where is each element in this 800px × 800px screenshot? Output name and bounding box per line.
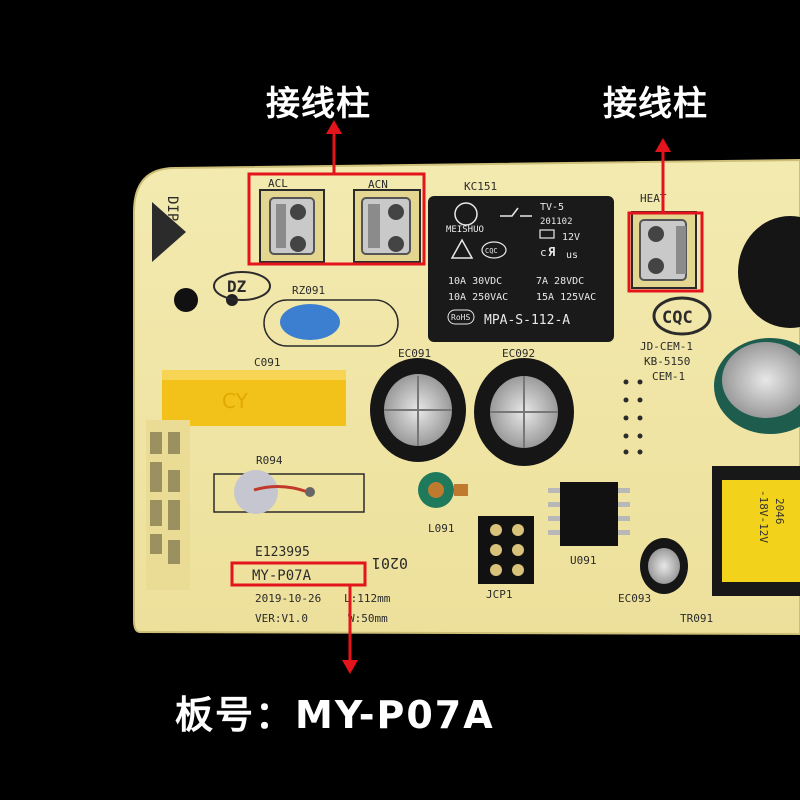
ec093-silk: EC093 bbox=[618, 592, 651, 605]
relay-cqc: CQC bbox=[485, 247, 498, 255]
material-2: KB-5150 bbox=[644, 355, 690, 368]
cap-body-text: CY bbox=[222, 389, 249, 413]
r094-silk: R094 bbox=[256, 454, 283, 467]
highlight-box-heat bbox=[627, 211, 704, 293]
u091-silk: U091 bbox=[570, 554, 597, 567]
ec092-silk: EC092 bbox=[502, 347, 535, 360]
resistor-r094 bbox=[234, 470, 315, 514]
varistor-ref-silk: RZ091 bbox=[292, 284, 325, 297]
relay-switch-symbol-icon bbox=[500, 207, 532, 217]
heat-silk: HEAT bbox=[640, 192, 667, 205]
relay-rating-4: 15A 125VAC bbox=[536, 292, 596, 303]
e-number-silk: E123995 bbox=[255, 545, 310, 560]
acl-silk: ACL bbox=[268, 177, 288, 190]
arrow-down-icon bbox=[342, 585, 358, 674]
silk-glyphs-left bbox=[150, 432, 180, 564]
via-dots bbox=[623, 379, 643, 455]
highlight-box-acl-acn bbox=[247, 172, 426, 266]
relay-code: 201102 bbox=[540, 217, 573, 227]
material-3: CEM-1 bbox=[652, 370, 685, 383]
rohs-badge bbox=[447, 309, 475, 325]
version-silk: VER:V1.0 bbox=[255, 612, 308, 625]
acn-silk: ACN bbox=[368, 178, 388, 191]
relay-ref-silk: KC151 bbox=[464, 180, 497, 193]
tr091-silk: TR091 bbox=[680, 612, 713, 625]
varistor-outline bbox=[263, 299, 399, 347]
cqc-silk: CQC bbox=[662, 308, 693, 328]
relay-rating-1: 10A 30VDC bbox=[448, 276, 502, 287]
green-capacitor bbox=[714, 338, 800, 434]
ec091-silk: EC091 bbox=[398, 347, 431, 360]
dip-label: DIP bbox=[164, 196, 180, 221]
transformer-text: -18V-12V bbox=[757, 490, 770, 543]
terminal-callout-right: 接线柱 bbox=[603, 84, 708, 124]
r094-outline bbox=[213, 473, 365, 513]
width-silk: W:50mm bbox=[348, 612, 388, 625]
buzzer bbox=[738, 216, 800, 328]
arrow-up-right-icon bbox=[655, 138, 671, 213]
dip-triangle-icon bbox=[152, 202, 186, 262]
relay-rating-3: 7A 28VDC bbox=[536, 276, 584, 287]
terminal-acn bbox=[353, 189, 421, 263]
transformer-code: 2046 bbox=[773, 498, 786, 525]
date-silk: 2019-10-26 bbox=[255, 592, 321, 605]
capacitor-ec092 bbox=[474, 358, 574, 466]
coil-symbol-icon bbox=[539, 229, 555, 239]
relay-rohs: RoHS bbox=[451, 313, 470, 322]
ul-mark-r: Я bbox=[548, 245, 555, 259]
board-number-callout: 板号：MY-P07A bbox=[175, 693, 495, 737]
logo-mark bbox=[213, 271, 271, 301]
terminal-callout-left: 接线柱 bbox=[266, 84, 371, 124]
relay: MEISHUO TV-5 201102 12V CQC c Я us 10A 3… bbox=[428, 196, 614, 342]
mounting-hole bbox=[174, 288, 198, 312]
logo-letters: DZ bbox=[227, 277, 247, 296]
material-1: JD-CEM-1 bbox=[640, 340, 693, 353]
relay-model: MPA-S-112-A bbox=[484, 313, 570, 328]
cqc-mark-icon bbox=[652, 296, 712, 336]
relay-logo-icon bbox=[454, 202, 478, 226]
relay-us: us bbox=[566, 250, 578, 261]
warning-triangle-icon bbox=[450, 238, 474, 259]
l091-silk: L091 bbox=[428, 522, 455, 535]
cap-ref-silk: C091 bbox=[254, 356, 281, 369]
relay-cqc-icon bbox=[481, 241, 507, 259]
highlight-box-board-model bbox=[230, 561, 367, 587]
arrow-up-left-icon bbox=[326, 120, 342, 174]
header-jcp1 bbox=[478, 516, 534, 584]
length-silk: L:112mm bbox=[344, 592, 391, 605]
ul-mark: c bbox=[540, 246, 547, 259]
capacitor-ec093 bbox=[640, 538, 688, 594]
transformer-tr091: -18V-12V 2046 bbox=[712, 466, 800, 596]
jcp1-silk: JCP1 bbox=[486, 588, 513, 601]
terminal-heat bbox=[631, 211, 697, 289]
ic-u091 bbox=[548, 482, 630, 546]
relay-brand: MEISHUO bbox=[446, 225, 484, 235]
inductor-l091 bbox=[418, 472, 468, 508]
relay-coil: 12V bbox=[562, 232, 580, 243]
capacitor-ec091 bbox=[370, 358, 466, 462]
relay-rating-2: 10A 250VAC bbox=[448, 292, 508, 303]
board-model-silk: MY-P07A bbox=[252, 568, 312, 584]
varistor bbox=[280, 304, 340, 340]
terminal-acl bbox=[259, 189, 325, 263]
y-capacitor: CY bbox=[162, 370, 346, 426]
relay-series: TV-5 bbox=[540, 202, 564, 213]
rotated-code-silk: 0201 bbox=[372, 554, 408, 572]
